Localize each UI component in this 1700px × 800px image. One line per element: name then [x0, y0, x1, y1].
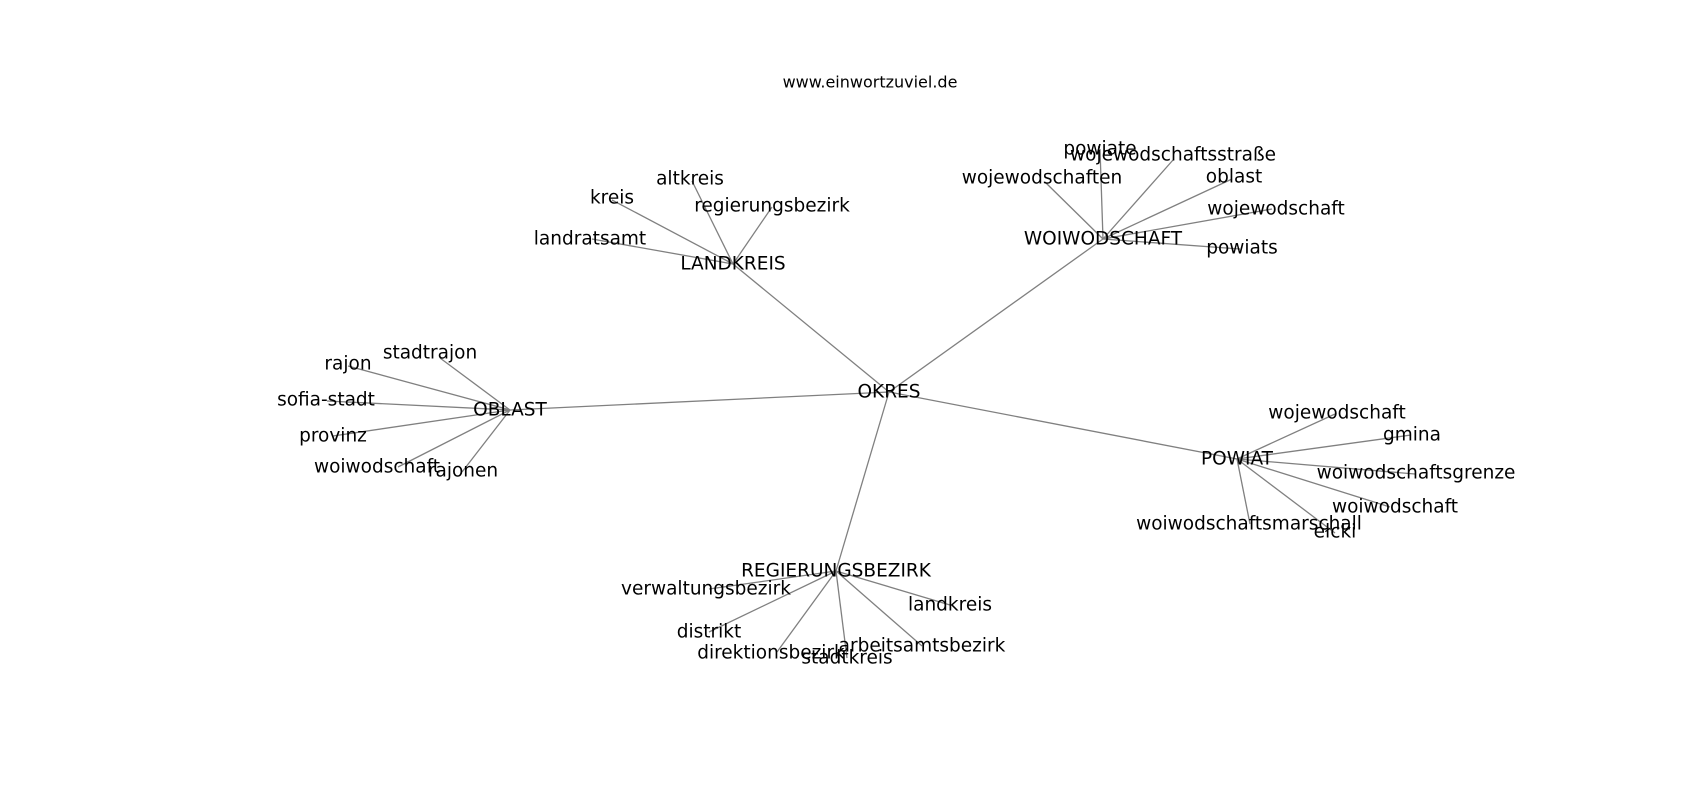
edge-regierungsbezirk-landkreis	[835, 570, 951, 606]
leaf-node-label: altkreis	[656, 169, 724, 190]
leaf-node-label: rajonen	[428, 461, 498, 482]
edge-landkreis-kreis	[611, 199, 734, 265]
edge-oblast-rajonen	[461, 409, 511, 473]
hub-node-woiwodschaft: WOIWODSCHAFT	[1024, 229, 1183, 250]
site-url-label: www.einwortzuviel.de	[783, 73, 958, 92]
leaf-node-label: landkreis	[908, 595, 992, 616]
edge-woiwodschaft-powiats	[1102, 238, 1241, 250]
leaf-node-label: verwaltungsbezirk	[621, 579, 791, 600]
leaf-node-label: stadtkreis	[801, 648, 892, 669]
hub-node-regierungsbezirk: REGIERUNGSBEZIRK	[741, 561, 932, 582]
leaf-node-label: wojewodschaftsstraße	[1070, 145, 1276, 166]
edge-woiwodschaft-powiate	[1099, 148, 1104, 240]
edge-root-to-landkreis	[732, 263, 890, 393]
leaf-node-label: direktionsbezirk	[697, 643, 845, 664]
edge-powiat-woiwodschaft	[1236, 458, 1391, 508]
hub-node-landkreis: LANDKREIS	[680, 254, 785, 275]
edge-root-to-woiwodschaft	[888, 238, 1104, 393]
edge-powiat-elcki	[1236, 458, 1336, 534]
hub-node-powiat: POWIAT	[1201, 449, 1274, 470]
edge-regierungsbezirk-direktionsbezirk	[776, 570, 837, 653]
leaf-node-label: woiwodschaftsmarschall	[1136, 514, 1362, 535]
leaf-node-label: woiwodschaft	[1332, 497, 1458, 518]
leaf-node-label: powiate	[1063, 139, 1136, 160]
leaf-node-label: oblast	[1206, 167, 1262, 188]
edge-root-to-oblast	[509, 391, 890, 411]
edge-woiwodschaft-wojewodschaft	[1102, 208, 1273, 240]
edge-woiwodschaft-wojewodschaften	[1044, 181, 1104, 240]
leaf-node-label: gmina	[1383, 425, 1441, 446]
leaf-node-label: kreis	[590, 188, 634, 209]
edge-oblast-sofia-stadt	[326, 400, 511, 411]
edge-woiwodschaft-wojewodschaftsstrasse	[1102, 159, 1174, 240]
leaf-node-label: woiwodschaft	[314, 457, 440, 478]
leaf-node-label: wojewodschaft	[1268, 403, 1405, 424]
edge-landkreis-altkreis	[691, 180, 734, 265]
edge-landkreis-landratsamt	[591, 238, 734, 265]
leaf-node-label: landratsamt	[534, 229, 646, 250]
leaf-node-label: rajon	[324, 354, 371, 375]
edge-regierungsbezirk-verwaltungsbezirk	[708, 570, 837, 590]
edge-powiat-gmina	[1236, 434, 1412, 460]
edge-woiwodschaft-oblast	[1102, 178, 1233, 240]
leaf-node-label: arbeitsamtsbezirk	[839, 636, 1006, 657]
edge-powiat-woiwodschaftsgrenze	[1236, 458, 1416, 475]
edge-regierungsbezirk-stadtkreis	[835, 570, 848, 659]
leaf-node-label: regierungsbezirk	[694, 196, 850, 217]
edge-oblast-woiwodschaft	[397, 409, 511, 468]
leaf-node-label: distrikt	[677, 622, 742, 643]
edge-landkreis-regierungsbezirk	[732, 206, 773, 265]
leaf-node-label: powiats	[1206, 238, 1278, 259]
hub-node-oblast: OBLAST	[473, 400, 547, 421]
root-node-label: OKRES	[858, 382, 921, 403]
leaf-node-label: stadtrajon	[383, 343, 477, 364]
edge-oblast-stadtrajon	[439, 357, 511, 411]
edge-powiat-woiwodschaftsmarschall	[1236, 458, 1251, 525]
leaf-node-label: sofia-stadt	[277, 390, 375, 411]
edge-oblast-rajon	[347, 365, 511, 411]
edge-root-to-powiat	[888, 391, 1238, 460]
leaf-node-label: ełcki	[1314, 522, 1357, 543]
leaf-node-label: wojewodschaft	[1207, 199, 1344, 220]
leaf-node-label: woiwodschaftsgrenze	[1317, 463, 1516, 484]
edge-regierungsbezirk-distrikt	[708, 570, 837, 633]
edge-powiat-wojewodschaft	[1236, 413, 1336, 460]
leaf-node-label: wojewodschaften	[962, 168, 1123, 189]
leaf-node-label: provinz	[299, 426, 367, 447]
edge-oblast-provinz	[332, 409, 511, 437]
edge-regierungsbezirk-arbeitsamtsbezirk	[835, 570, 923, 647]
edge-root-to-regierungsbezirk	[835, 391, 890, 572]
